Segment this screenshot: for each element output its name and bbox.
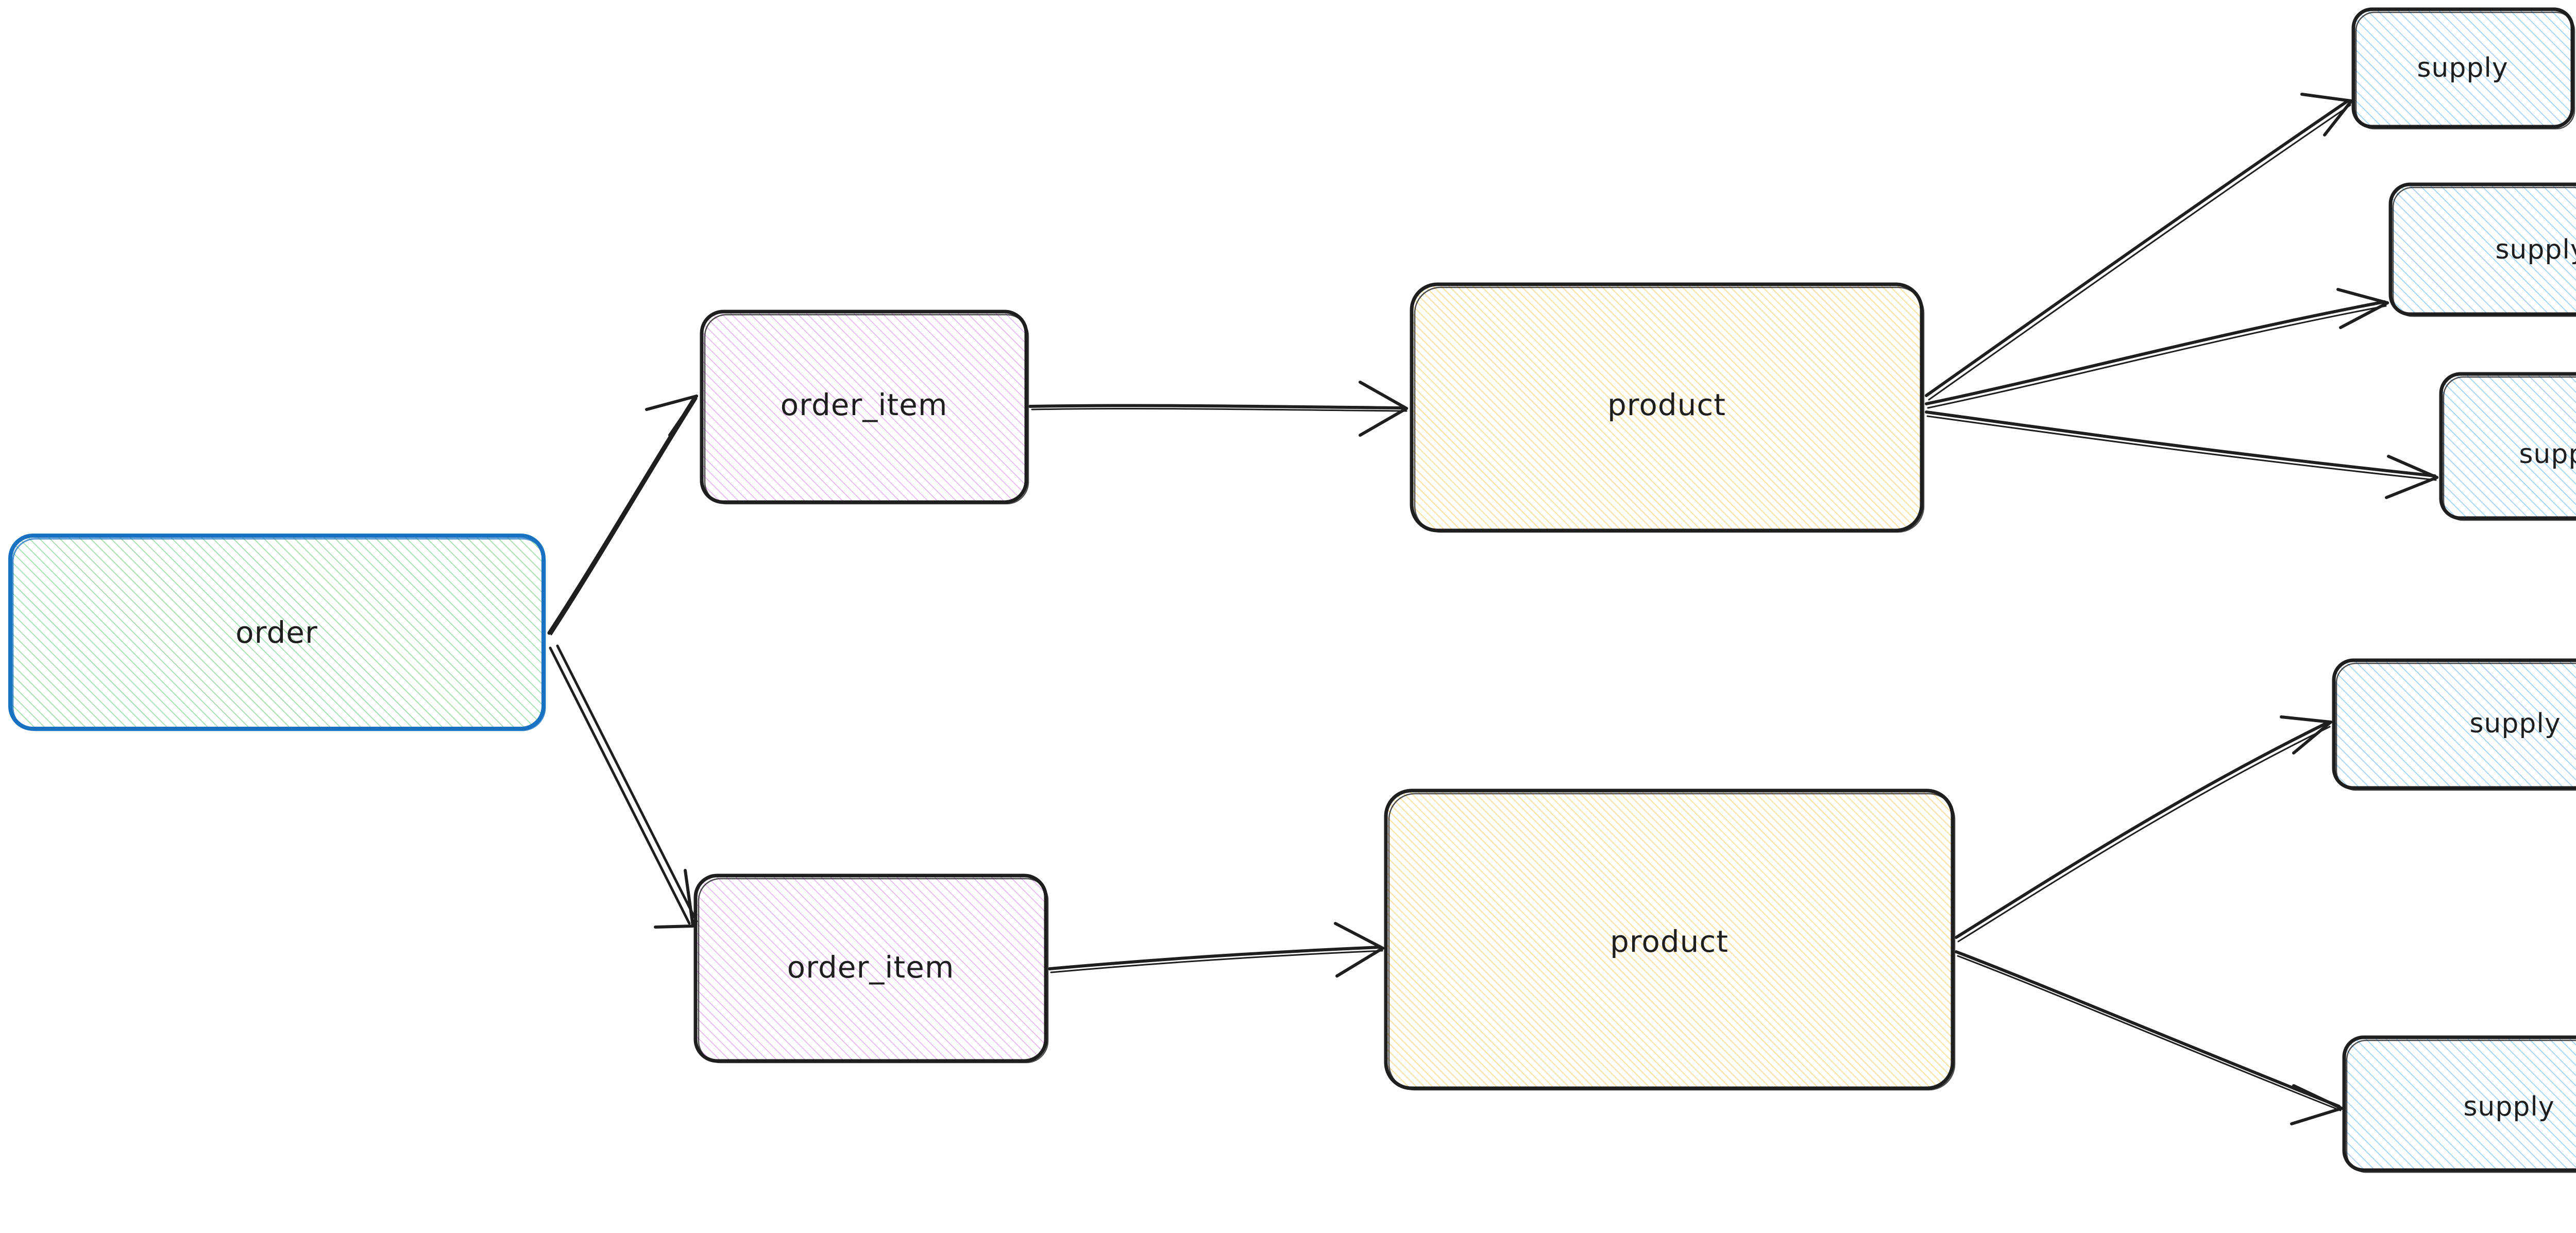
edge-order-to-order-item-2[interactable] [549, 644, 698, 929]
edge-product-2-to-supply-5[interactable] [1955, 950, 2343, 1125]
edge-layer [547, 93, 2438, 1125]
edge-order-to-order-item-1[interactable] [547, 395, 698, 636]
node-layer: order order_item order_item p [8, 7, 2576, 1173]
node-order-item-1[interactable]: order_item [700, 310, 1029, 505]
node-supply-5[interactable]: supply [2342, 1035, 2576, 1173]
node-product-1[interactable]: product [1410, 282, 1925, 533]
node-product-2[interactable]: product [1384, 789, 1956, 1091]
node-supply-3[interactable]: supply [2439, 372, 2576, 521]
node-order[interactable]: order [8, 534, 546, 731]
edge-product-1-to-supply-3[interactable] [1925, 410, 2438, 499]
edge-product-2-to-supply-4[interactable] [1955, 715, 2332, 943]
edge-order-item-2-to-product-2[interactable] [1048, 922, 1384, 978]
node-supply-1[interactable]: supply [2351, 7, 2575, 130]
node-supply-2[interactable]: supply [2388, 182, 2576, 317]
node-order-item-2[interactable]: order_item [693, 874, 1049, 1064]
node-supply-4[interactable]: supply [2332, 658, 2576, 791]
edge-order-item-1-to-product-1[interactable] [1028, 381, 1408, 437]
edge-product-1-to-supply-1[interactable] [1925, 93, 2353, 401]
edge-product-1-to-supply-2[interactable] [1925, 288, 2389, 409]
